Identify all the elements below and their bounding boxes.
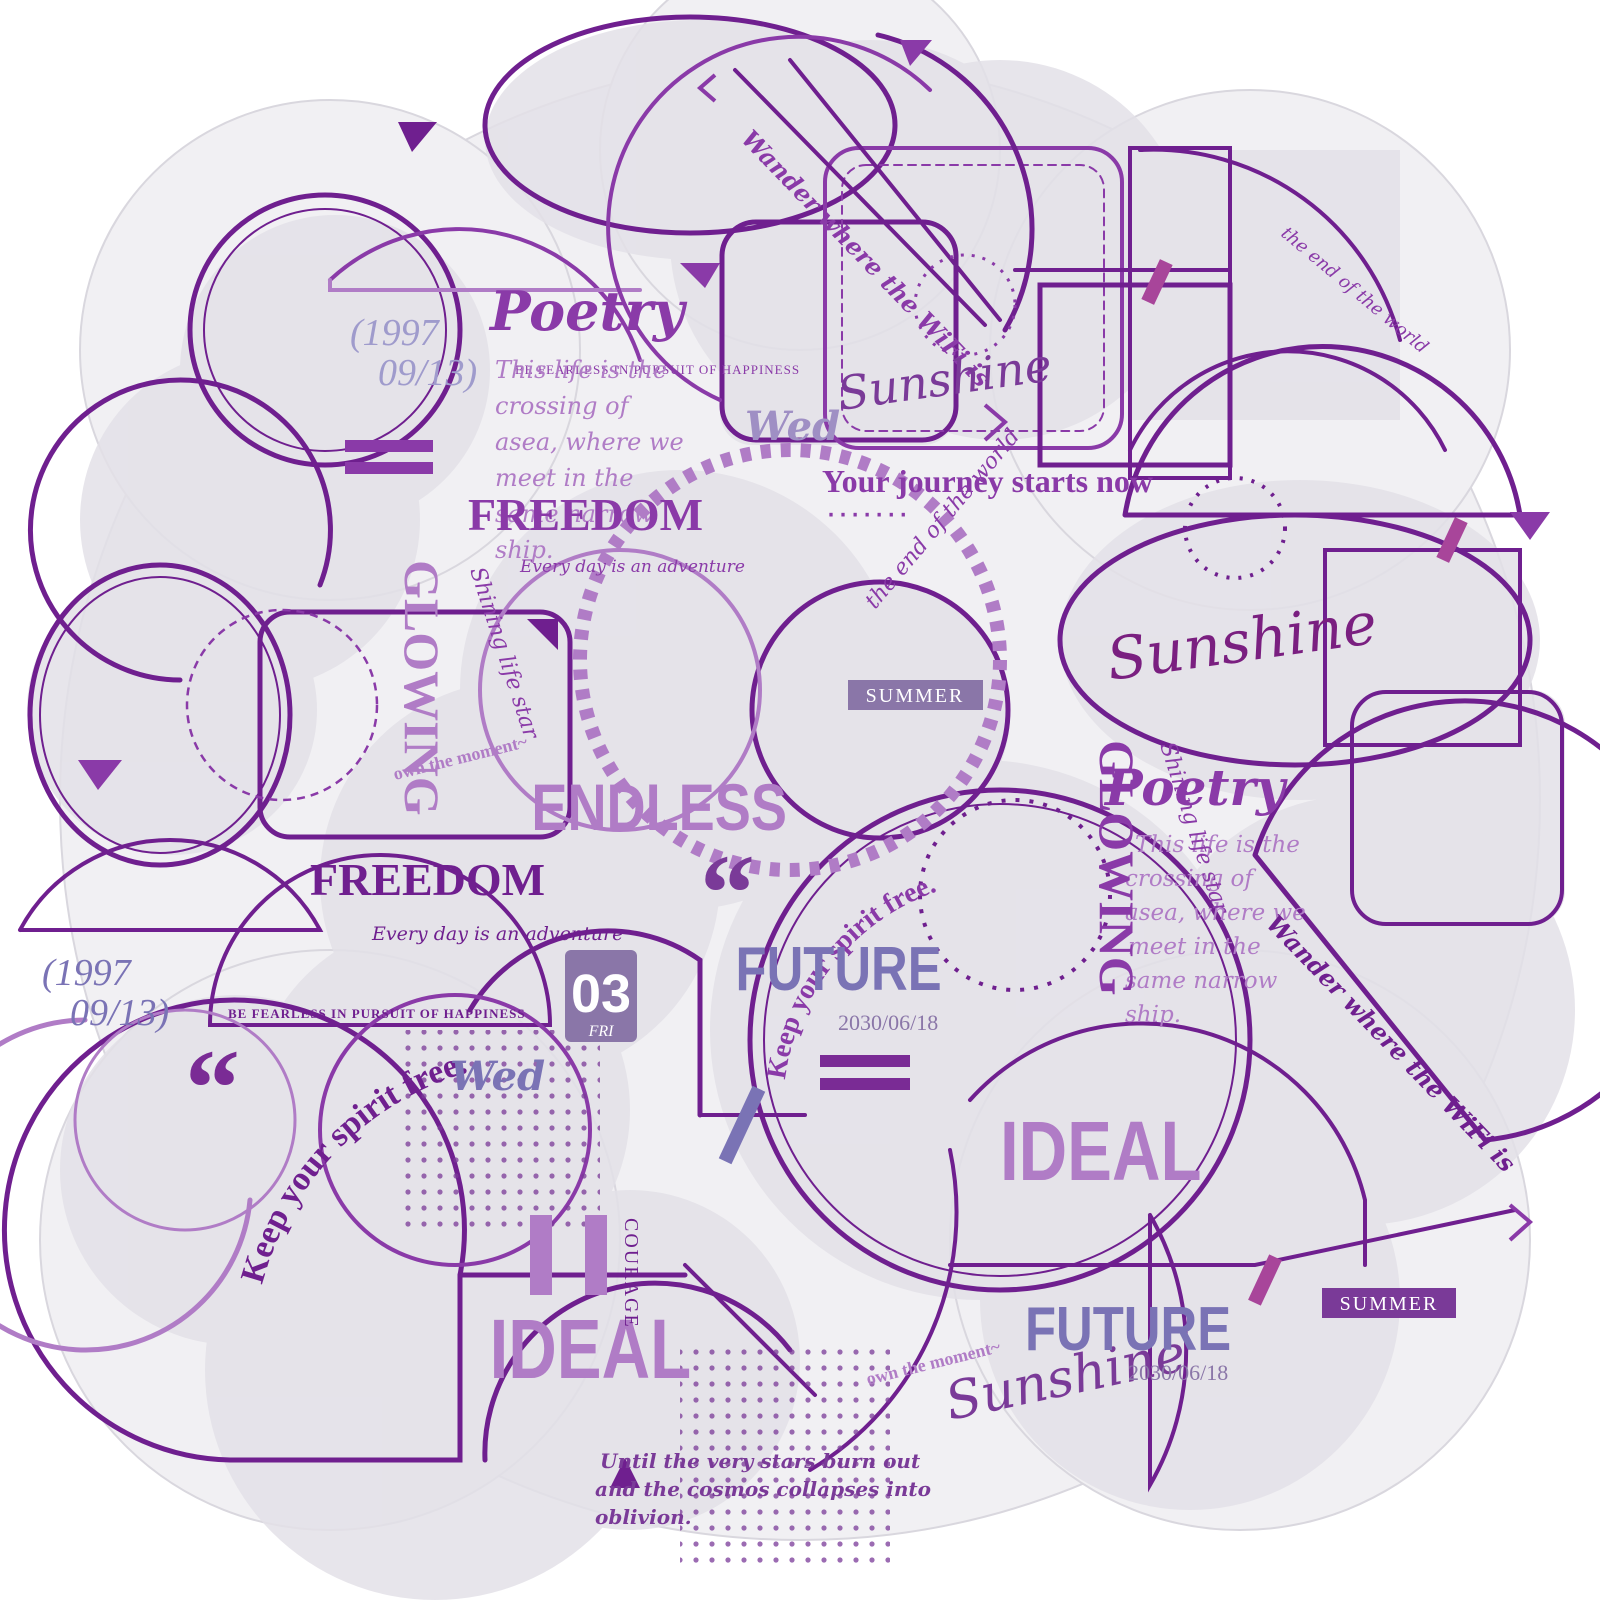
accent-marks xyxy=(78,40,1550,1488)
calendar-box xyxy=(565,950,637,1042)
poem-line: same narrow xyxy=(495,500,654,528)
ideal-bar xyxy=(530,1215,552,1295)
triangle-icon xyxy=(610,1458,640,1488)
equals-bar xyxy=(820,1078,910,1090)
triangle-icon xyxy=(680,263,720,288)
future-title: FUTURE xyxy=(736,935,942,1004)
journey-title: Your journey starts now xyxy=(822,463,1153,499)
dotted-rings xyxy=(185,253,1287,1565)
poem-line: crossing of xyxy=(1125,866,1256,892)
poem-line: asea, where we xyxy=(1125,900,1306,926)
future-date: 2030/06/18 xyxy=(1128,1360,1228,1385)
poem-line: meet in the xyxy=(495,464,634,492)
date-year: (1997 xyxy=(42,952,133,994)
outline-circle-1 xyxy=(187,192,463,468)
date-year: (1997 xyxy=(350,312,441,354)
ideal-title: IDEAL xyxy=(1000,1105,1202,1199)
stars-line: oblivion. xyxy=(595,1505,692,1529)
chevron-icon xyxy=(1508,1203,1534,1242)
poem-line: crossing of xyxy=(495,392,633,420)
calendar-day-name: FRI xyxy=(588,1023,615,1040)
triangle-icon xyxy=(1510,512,1550,540)
triangle-icon xyxy=(527,619,558,650)
tape-strip xyxy=(1248,1254,1282,1306)
future-title: FUTURE xyxy=(1025,1295,1231,1364)
triangle-icon xyxy=(78,760,122,790)
pursuit-caption: BE FEARLESS IN PURSUIT OF HAPPINESS xyxy=(515,362,800,377)
poem-line: ship. xyxy=(1125,1002,1181,1028)
courage-label: COURAGE xyxy=(620,1218,642,1329)
tape-strip xyxy=(1436,517,1468,563)
outline-arc-2 xyxy=(27,377,333,683)
poem-line: same narrow xyxy=(1125,968,1278,994)
tape-strip xyxy=(1141,259,1173,305)
freedom-title: FREEDOM xyxy=(310,854,545,905)
stars-quote: Until the very stars burn out and the co… xyxy=(595,1449,931,1529)
outline-ellipse xyxy=(27,562,293,868)
quote-mark-icon: “ xyxy=(700,832,755,954)
calendar-day-number: 03 xyxy=(571,964,631,1024)
wed-script: Wed xyxy=(745,403,840,450)
equals-bar xyxy=(345,462,433,474)
pursuit-caption: BE FEARLESS IN PURSUIT OF HAPPINESS xyxy=(228,1006,526,1021)
quote-mark-icon: “ xyxy=(185,1027,240,1149)
future-date: 2030/06/18 xyxy=(838,1010,938,1035)
poetry-title: Poetry xyxy=(1103,758,1288,817)
wed-script: Wed xyxy=(450,1053,545,1100)
ideal-bar xyxy=(585,1215,607,1295)
summer-label-box xyxy=(848,680,983,710)
equals-bar xyxy=(345,440,433,452)
stars-line: and the cosmos collapses into xyxy=(595,1477,931,1501)
tape-strip xyxy=(718,1085,766,1165)
outline-rect-1 xyxy=(257,609,573,840)
summer-label-box xyxy=(1322,1288,1456,1318)
summer-label: SUMMER xyxy=(866,685,965,707)
chevron-icon xyxy=(696,73,717,103)
poem-line: asea, where we xyxy=(495,428,684,456)
ideal-title: IDEAL xyxy=(490,1303,692,1397)
freedom-title: FREEDOM xyxy=(468,489,703,540)
dots-divider: ······· xyxy=(825,503,909,527)
poem-block: This life is the crossing of asea, where… xyxy=(1125,832,1306,1028)
poem-line: This life is the xyxy=(1135,832,1300,858)
adventure-caption: Every day is an adventure xyxy=(371,923,623,945)
triangle-icon xyxy=(398,122,437,152)
triangle-icon xyxy=(900,40,932,66)
poetry-title: Poetry xyxy=(488,279,688,343)
adventure-caption: Every day is an adventure xyxy=(519,557,745,577)
glowing-title: GLOWING xyxy=(394,560,450,816)
summer-label: SUMMER xyxy=(1340,1293,1439,1315)
glowing-title: GLOWING xyxy=(1089,740,1145,996)
poem-line: This life is the xyxy=(495,356,667,384)
stars-line: Until the very stars burn out xyxy=(600,1449,921,1473)
poem-line: meet in the xyxy=(1128,934,1261,960)
purple-outlines xyxy=(0,14,1600,1493)
chevron-icon xyxy=(983,403,1009,442)
date-day: 09/13) xyxy=(378,352,477,394)
poem-line: ship. xyxy=(495,536,553,564)
date-day: 09/13) xyxy=(70,992,169,1034)
endless-title: ENDLESS xyxy=(531,770,787,844)
poem-block: This life is the crossing of asea, where… xyxy=(495,356,684,564)
equals-bar xyxy=(820,1055,910,1067)
